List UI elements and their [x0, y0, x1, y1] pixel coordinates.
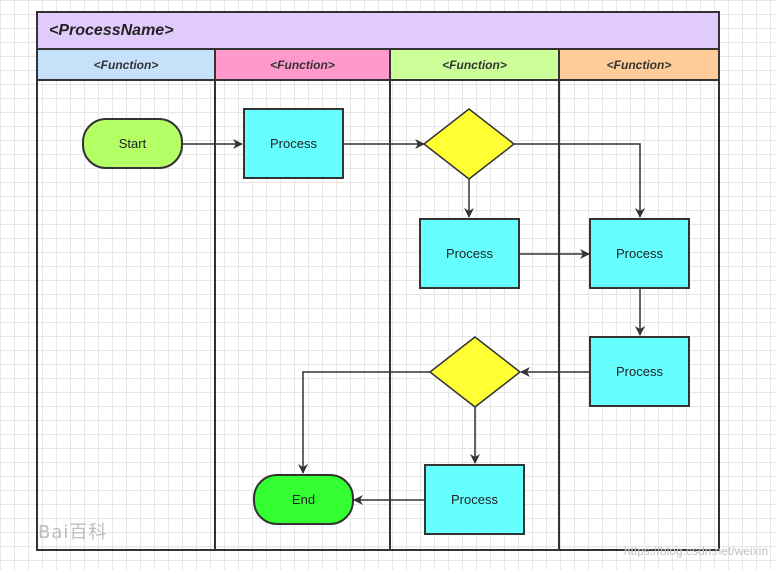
lane-header-1: <Function>: [36, 50, 216, 81]
process-node-lane2: Process: [243, 108, 344, 179]
arrow-decision1-right: [514, 143, 645, 218]
lane-header-3: <Function>: [389, 50, 560, 81]
start-node: Start: [82, 118, 183, 169]
watermark-logo: Bai百科: [38, 522, 108, 543]
arrow-decision2-left-to-end: [298, 371, 430, 474]
process-node-lane4-mid: Process: [589, 218, 690, 289]
process-node-lane3-mid: Process: [419, 218, 520, 289]
lane-header-4: <Function>: [558, 50, 720, 81]
end-node: End: [253, 474, 354, 525]
decision-diamond-2: [428, 336, 522, 408]
watermark-url: https://blog.csdn.net/weixin: [623, 544, 768, 558]
lane-header-2: <Function>: [214, 50, 391, 81]
decision-diamond-1: [422, 108, 516, 180]
process-node-lane4-low: Process: [589, 336, 690, 407]
lane-body-4: [558, 81, 720, 551]
process-node-lane3-bottom: Process: [424, 464, 525, 535]
pool-title: <ProcessName>: [36, 11, 720, 50]
